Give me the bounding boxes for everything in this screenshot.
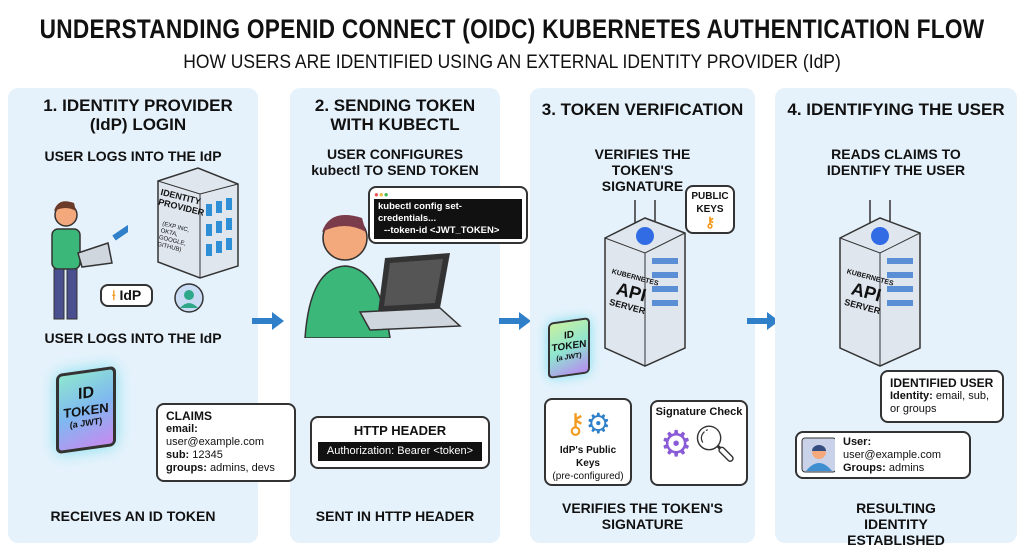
panel-idp-login: 1. IDENTITY PROVIDER (IdP) LOGIN USER LO… — [8, 88, 296, 543]
idp-badge-label: IdP — [119, 287, 142, 303]
panel-token-verification: 3. TOKEN VERIFICATION VERIFIES THE TOKEN… — [530, 88, 755, 543]
mid-caption: USER LOGS INTO THE IdP — [44, 330, 222, 346]
terminal-command: kubectl config set-credentials...--token… — [374, 199, 522, 239]
panel-heading: 2. SENDING TOKEN WITH KUBECTL — [314, 96, 476, 134]
panel-sending-token: 2. SENDING TOKEN WITH KUBECTL USER CONFI… — [290, 88, 528, 543]
http-header-box: HTTP HEADER Authorization: Bearer <token… — [310, 416, 490, 469]
window-dots-icon: ●●● — [374, 190, 389, 199]
http-header-title: HTTP HEADER — [353, 423, 447, 438]
flow-arrow-icon — [499, 312, 531, 330]
claims-title: CLAIMS — [166, 409, 212, 423]
bottom-caption: VERIFIES THE TOKEN'S SIGNATURE — [562, 500, 723, 532]
idp-public-keys-box: ⚷⚙ IdP's Public Keys(pre-configured) — [544, 398, 632, 486]
user-avatar-icon — [801, 437, 835, 473]
terminal-bubble: ●●● kubectl config set-credentials...--t… — [368, 186, 528, 244]
claim-row: email: user@example.com — [166, 423, 264, 448]
key-icon: ⚷ — [704, 214, 716, 230]
page-title: UNDERSTANDING OPENID CONNECT (OIDC) KUBE… — [39, 14, 985, 44]
flow-arrow-icon — [747, 312, 779, 330]
identified-user-box: IDENTIFIED USER Identity: email, sub, or… — [880, 370, 1004, 423]
user-avatar-icon — [174, 283, 204, 313]
user-with-laptop-icon — [51, 201, 128, 320]
public-keys-box: PUBLIC KEYS⚷ — [685, 185, 735, 234]
top-caption: VERIFIES THE TOKEN'S SIGNATURE — [594, 146, 691, 194]
top-caption: READS CLAIMS TO IDENTIFY THE USER — [826, 146, 966, 178]
panel-identifying-user: 4. IDENTIFYING THE USER READS CLAIMS TO … — [775, 88, 1017, 548]
claim-row: sub: 12345 — [166, 449, 223, 461]
signature-check-box: Signature Check ⚙🔍︎ — [650, 400, 748, 486]
panel-heading: 1. IDENTITY PROVIDER (IdP) LOGIN — [43, 96, 233, 134]
bottom-caption: SENT IN HTTP HEADER — [315, 508, 475, 524]
bottom-caption: RESULTING IDENTITY ESTABLISHED — [847, 500, 945, 548]
api-server-icon — [604, 200, 686, 367]
identity-provider-building — [157, 167, 239, 279]
user-at-laptop-icon — [304, 215, 462, 338]
page-subtitle: HOW USERS ARE IDENTIFIED USING AN EXTERN… — [183, 52, 841, 73]
id-token-document: ID TOKEN (a JWT) — [56, 365, 116, 455]
claims-box: CLAIMS email: user@example.com sub: 1234… — [156, 403, 296, 482]
bottom-caption: RECEIVES AN ID TOKEN — [50, 508, 216, 524]
panel-heading: 4. IDENTIFYING THE USER — [787, 100, 1005, 119]
top-caption: USER LOGS INTO THE IdP — [44, 148, 222, 164]
http-header-value: Authorization: Bearer <token> — [318, 442, 482, 461]
flow-arrow-icon — [252, 312, 284, 330]
idp-logo-icon: ⟊ — [112, 287, 120, 303]
claim-row: groups: admins, devs — [166, 462, 275, 474]
key-gears-icon: ⚷⚙ — [565, 408, 611, 439]
magnifier-gears-icon: ⚙🔍︎ — [660, 423, 738, 464]
top-caption: USER CONFIGURES kubectl TO SEND TOKEN — [311, 146, 479, 178]
panel-heading: 3. TOKEN VERIFICATION — [541, 100, 744, 119]
idp-badge: ⟊ IdP — [100, 284, 154, 307]
api-server-icon — [839, 200, 921, 367]
